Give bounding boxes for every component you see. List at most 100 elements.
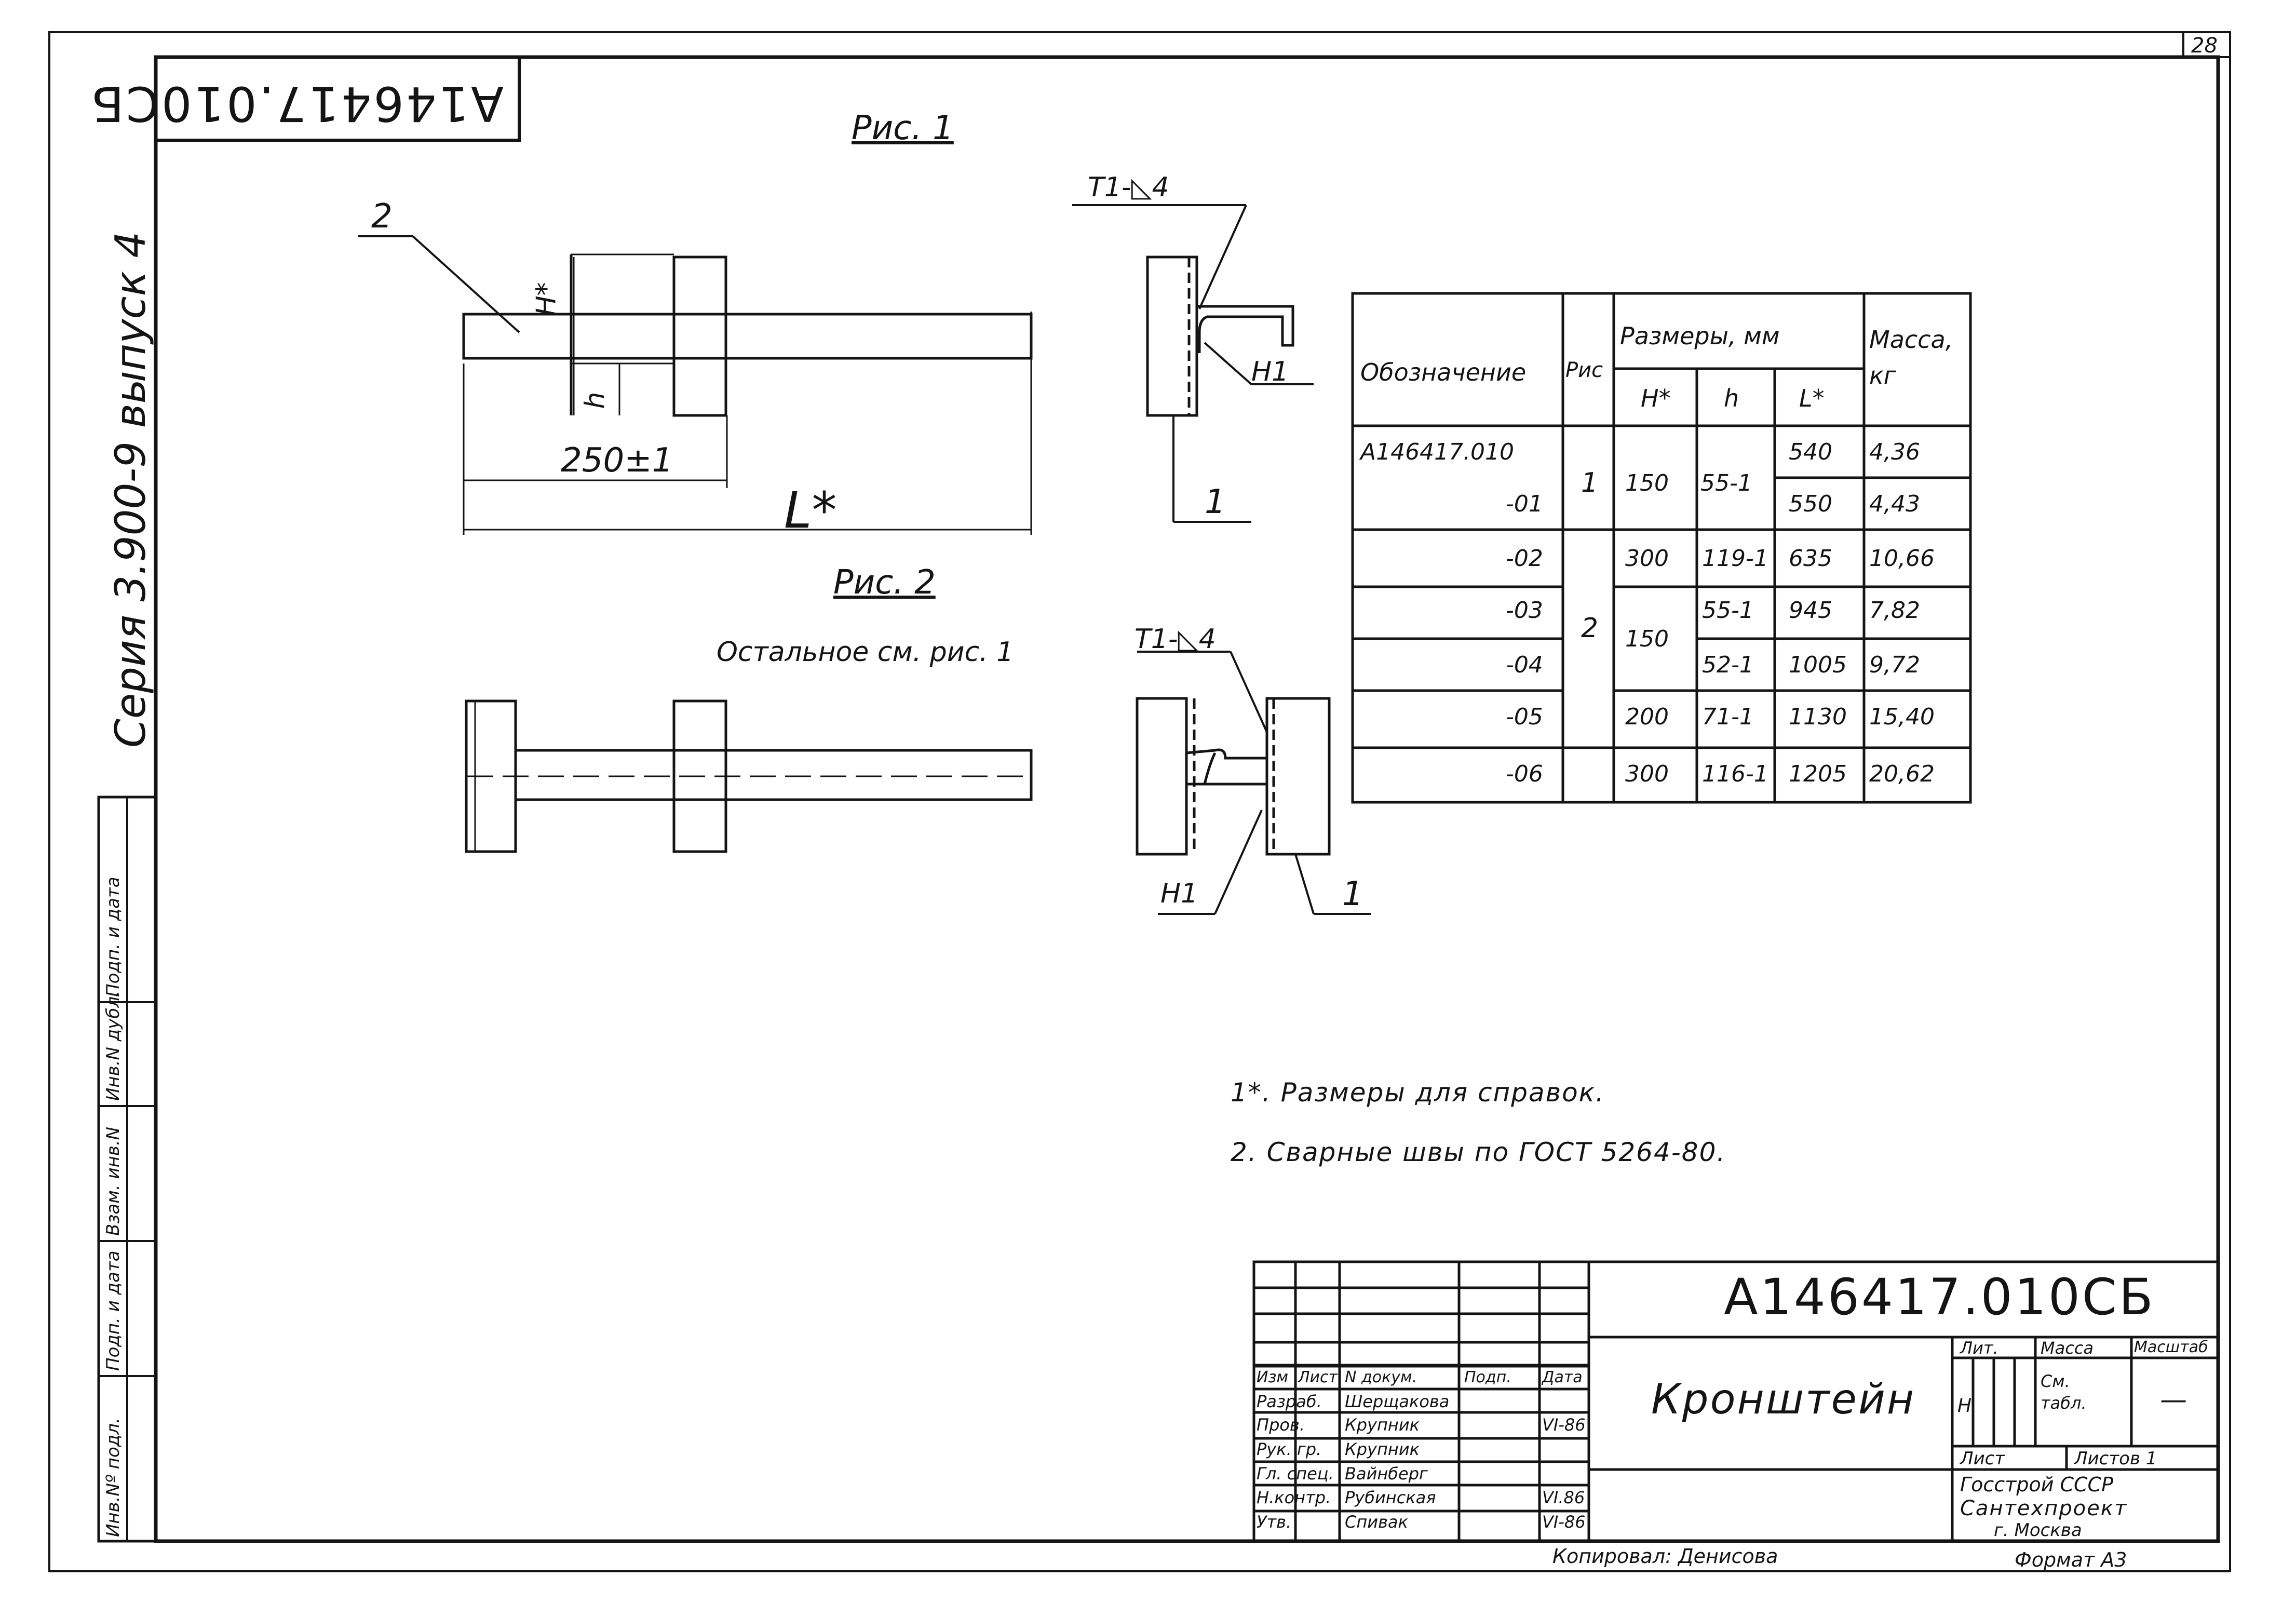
- org-line-2: Сантехпроект: [1960, 1497, 2128, 1520]
- note-1: 1*. Размеры для справок.: [1231, 1077, 1605, 1108]
- row-h: 71-1: [1702, 704, 1754, 730]
- row-L: 635: [1789, 545, 1832, 572]
- col-ndoc: N докум.: [1345, 1368, 1417, 1386]
- row-L: 1130: [1789, 704, 1847, 730]
- side-field-1: Инв.Nº подл.: [103, 1418, 124, 1537]
- note-2: 2. Сварные швы по ГОСТ 5264-80.: [1231, 1137, 1726, 1167]
- sig-name: Крупник: [1345, 1439, 1420, 1459]
- row-H: 300: [1625, 545, 1669, 572]
- row-mass: 4,43: [1869, 491, 1920, 517]
- row-fig: 1: [1581, 467, 1599, 498]
- sheet-label: Лист: [1960, 1448, 2005, 1469]
- row-designation: -05: [1506, 704, 1543, 730]
- org-line-1: Госстрой СССР: [1960, 1473, 2114, 1496]
- copied-by: Копировал: Денисова: [1552, 1545, 1778, 1568]
- side-field-3: Взам. инв.N: [103, 1126, 124, 1236]
- fig1-pos-2: 2: [371, 197, 393, 236]
- mass-header: Масса: [2041, 1338, 2094, 1358]
- sig-name: Спивак: [1345, 1512, 1408, 1532]
- sheet-number: 28: [2191, 34, 2218, 58]
- row-L: 1205: [1789, 761, 1847, 787]
- scale-value: —: [2160, 1384, 2187, 1416]
- fig1-pos-1: 1: [1205, 483, 1226, 521]
- fig1-title: Рис. 1: [852, 109, 954, 147]
- mass-value: См. табл.: [2041, 1371, 2087, 1413]
- fig2-front-view: [465, 699, 1033, 853]
- row-mass: 9,72: [1869, 652, 1920, 678]
- row-H: 150: [1625, 470, 1669, 496]
- row-designation: -02: [1506, 545, 1543, 572]
- scale-header: Масштаб: [2134, 1338, 2208, 1356]
- doc-title: Кронштейн: [1651, 1375, 1916, 1423]
- sig-name: Крупник: [1345, 1415, 1420, 1435]
- row-mass: 20,62: [1869, 761, 1935, 787]
- sig-name: Шерщакова: [1345, 1392, 1450, 1411]
- fig1-weld: Т1-◺4: [1088, 172, 1169, 203]
- col-podp: Подп.: [1464, 1368, 1511, 1386]
- outer-frame: [48, 31, 2231, 1572]
- lit-value: Н: [1957, 1395, 1972, 1417]
- sig-role: Разраб.: [1257, 1392, 1322, 1411]
- doc-code: А146417.010СБ: [1724, 1268, 2155, 1326]
- side-field-4: Инв.N дубл.: [103, 991, 124, 1101]
- fig1-weld-hn: Н1: [1251, 356, 1289, 387]
- col-date: Дата: [1542, 1368, 1583, 1386]
- fig2-side-view: [1136, 651, 1371, 915]
- fig1-front-view: [358, 235, 1033, 535]
- row-L: 540: [1789, 439, 1832, 465]
- sig-name: Вайнберг: [1345, 1464, 1428, 1484]
- row-designation: -01: [1506, 491, 1543, 517]
- fig1-dim-250: 250±1: [561, 441, 673, 480]
- row-designation: А146417.010: [1360, 439, 1515, 465]
- row-designation: -04: [1506, 652, 1543, 678]
- sig-date: VI.86: [1542, 1488, 1585, 1507]
- row-H: 200: [1625, 704, 1669, 730]
- sig-date: VI-86: [1542, 1415, 1586, 1435]
- fig2-title: Рис. 2: [833, 563, 936, 602]
- table-header-mass: Масса, кг: [1869, 326, 1953, 389]
- row-designation: -06: [1506, 761, 1543, 787]
- fig2-weld-hn: Н1: [1160, 878, 1198, 909]
- sig-role: Пров.: [1257, 1415, 1305, 1435]
- table-header-designation: Обозначение: [1360, 358, 1527, 386]
- sig-role: Утв.: [1257, 1512, 1292, 1532]
- row-h: 55-1: [1702, 597, 1754, 624]
- row-L: 1005: [1789, 652, 1847, 678]
- sheets-label: Листов 1: [2074, 1448, 2157, 1469]
- stamp-code: А146417.010СБ: [89, 76, 504, 131]
- col-list: Лист: [1298, 1368, 1338, 1386]
- row-mass: 10,66: [1869, 545, 1935, 572]
- row-mass: 7,82: [1869, 597, 1920, 624]
- sheet-number-box: [2182, 31, 2231, 58]
- side-field-5: Подп. и дата: [103, 877, 124, 997]
- row-mass: 15,40: [1869, 704, 1935, 730]
- org-line-3: г. Москва: [1994, 1520, 2082, 1541]
- format: Формат А3: [2015, 1548, 2127, 1571]
- row-h: 119-1: [1702, 545, 1768, 572]
- table-header-fig: Рис: [1565, 358, 1603, 382]
- spec-table-grid: [1351, 292, 1972, 804]
- sig-role: Н.контр.: [1257, 1488, 1331, 1507]
- row-H: 150: [1625, 626, 1669, 652]
- row-L: 945: [1789, 597, 1832, 624]
- table-header-L: L*: [1799, 384, 1825, 412]
- row-designation: -03: [1506, 597, 1543, 624]
- row-h: 116-1: [1702, 761, 1768, 787]
- row-H: 300: [1625, 761, 1669, 787]
- side-field-2: Подп. и дата: [103, 1250, 124, 1371]
- col-izm: Изм: [1257, 1368, 1289, 1386]
- fig2-note: Остальное см. рис. 1: [717, 637, 1014, 668]
- fig1-dim-L: L*: [784, 481, 837, 540]
- sig-role: Рук. гр.: [1257, 1439, 1322, 1459]
- fig2-weld: Т1-◺4: [1135, 624, 1216, 655]
- sig-date: VI-86: [1542, 1512, 1586, 1532]
- fig1-dim-h: h: [579, 392, 611, 409]
- title-block-grid: [1252, 1260, 2220, 1543]
- table-header-H: H*: [1641, 384, 1671, 412]
- lit-header: Лит.: [1960, 1338, 1998, 1358]
- row-fig: 2: [1581, 613, 1599, 644]
- row-L: 550: [1789, 491, 1832, 517]
- fig1-side-view: [1072, 204, 1314, 523]
